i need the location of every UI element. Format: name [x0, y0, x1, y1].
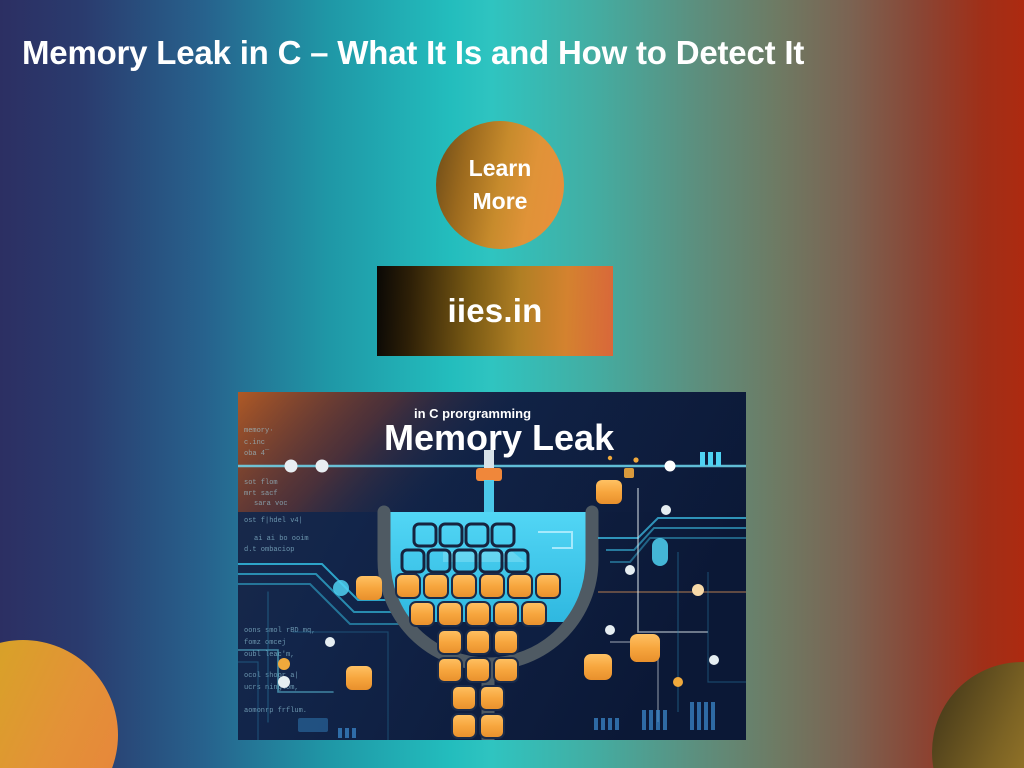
- bottom-chip-grid: [338, 702, 715, 738]
- svg-text:aomonrp frflum.: aomonrp frflum.: [244, 707, 307, 715]
- svg-text:ost f|hdel v4|: ost f|hdel v4|: [244, 517, 303, 525]
- code-text-column: memory· c.inc oba 4¯ sot flom mrt sacf s…: [244, 427, 315, 715]
- page-title: Memory Leak in C – What It Is and How to…: [22, 34, 805, 71]
- site-brand-banner[interactable]: iies.in: [377, 266, 613, 356]
- svg-text:oubl leac'm,: oubl leac'm,: [244, 651, 294, 659]
- learn-more-label-line2: More: [472, 188, 528, 214]
- decorative-circle-bottom-right: [932, 662, 1024, 768]
- circuit-chips-right: [584, 452, 721, 687]
- svg-text:sara voc: sara voc: [254, 500, 288, 508]
- learn-more-button[interactable]: Learn More: [436, 121, 564, 249]
- svg-text:ai ai bo ooim: ai ai bo ooim: [254, 535, 309, 543]
- circuit-traces-right: [598, 488, 746, 722]
- circuit-chips-left: [278, 576, 382, 732]
- svg-text:d.t ombaciop: d.t ombaciop: [244, 546, 294, 554]
- illustration-kicker: in C prorgramming: [414, 406, 531, 421]
- svg-text:ocol shoor a|: ocol shoor a|: [244, 672, 299, 680]
- illustration-graphic: memory· c.inc oba 4¯ sot flom mrt sacf s…: [238, 392, 746, 740]
- learn-more-label-line1: Learn: [468, 154, 532, 181]
- svg-text:oba 4¯: oba 4¯: [244, 449, 270, 458]
- svg-text:memory·: memory·: [244, 427, 273, 435]
- svg-text:ucrs ninglom,: ucrs ninglom,: [244, 684, 299, 692]
- svg-text:sot flom: sot flom: [244, 479, 278, 487]
- illustration-title: Memory Leak: [384, 417, 615, 458]
- faucet-pipe: [476, 450, 502, 512]
- svg-text:oons smol rBD mq,: oons smol rBD mq,: [244, 627, 315, 635]
- svg-text:mrt sacf: mrt sacf: [244, 490, 278, 498]
- svg-text:fomz omcej: fomz omcej: [244, 639, 286, 647]
- memory-blocks: [395, 522, 561, 739]
- memory-leak-illustration: memory· c.inc oba 4¯ sot flom mrt sacf s…: [238, 392, 746, 740]
- svg-text:c.inc: c.inc: [244, 439, 265, 447]
- site-brand-label: iies.in: [447, 292, 543, 329]
- decorative-circle-bottom-left: [0, 640, 118, 768]
